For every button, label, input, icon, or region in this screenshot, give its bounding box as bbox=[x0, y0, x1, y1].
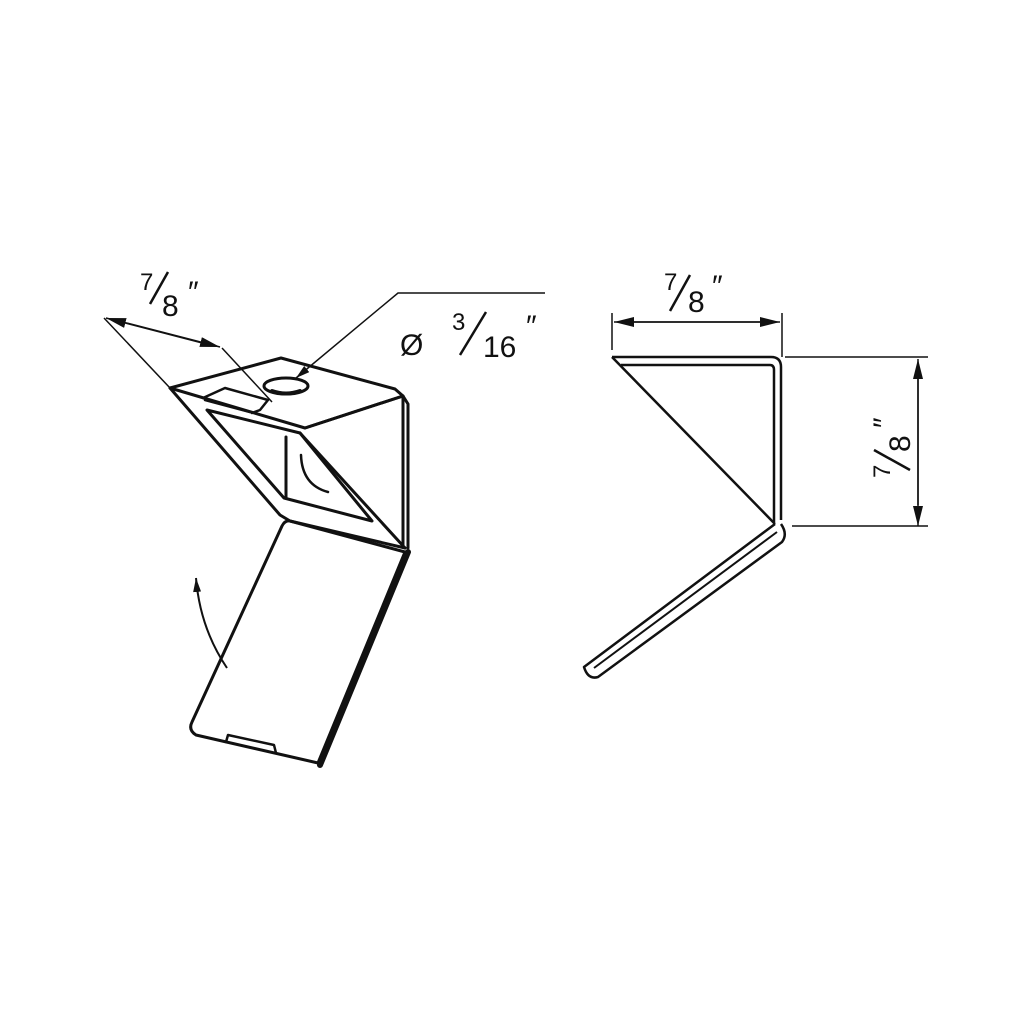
side-height-dimension bbox=[785, 356, 928, 527]
dim-unit: ″ bbox=[188, 276, 199, 309]
brace-cutout bbox=[205, 408, 374, 523]
diagonal-brace bbox=[168, 386, 407, 550]
side-bottom-leg bbox=[582, 522, 786, 679]
dim-numerator: 7 bbox=[664, 269, 677, 296]
dim-numerator: 3 bbox=[452, 309, 465, 336]
dim-denominator: 8 bbox=[688, 286, 705, 319]
side-width-dimension bbox=[611, 313, 783, 357]
dim-unit: ″ bbox=[712, 270, 723, 303]
dim-numerator: 7 bbox=[140, 269, 153, 296]
hole-leader bbox=[295, 292, 545, 379]
side-brace bbox=[611, 356, 776, 525]
dim-numerator: 7 bbox=[869, 465, 896, 478]
dim-denominator: 8 bbox=[884, 435, 917, 452]
iso-width-dimension bbox=[103, 317, 273, 403]
rotate-arrow-icon bbox=[193, 577, 228, 669]
hole-diameter-label: Ø 3 16 ″ bbox=[400, 309, 537, 364]
bracket-vertical-leg bbox=[303, 394, 410, 550]
side-view bbox=[582, 355, 786, 679]
diameter-symbol: Ø bbox=[400, 329, 423, 362]
fold-down-plate bbox=[189, 519, 407, 765]
plate-notch bbox=[224, 733, 278, 755]
dim-unit: ″ bbox=[526, 310, 537, 343]
dim-unit: ″ bbox=[868, 417, 901, 428]
dim-denominator: 16 bbox=[483, 331, 516, 364]
side-width-label: 7 8 ″ bbox=[664, 269, 723, 319]
side-top-leg bbox=[612, 355, 783, 520]
side-height-label: 7 8 ″ bbox=[868, 417, 917, 478]
bracket-top-face bbox=[168, 356, 405, 430]
isometric-view bbox=[168, 356, 411, 768]
locking-tab bbox=[201, 386, 270, 415]
dim-denominator: 8 bbox=[162, 290, 179, 323]
iso-width-label: 7 8 ″ bbox=[140, 269, 199, 323]
